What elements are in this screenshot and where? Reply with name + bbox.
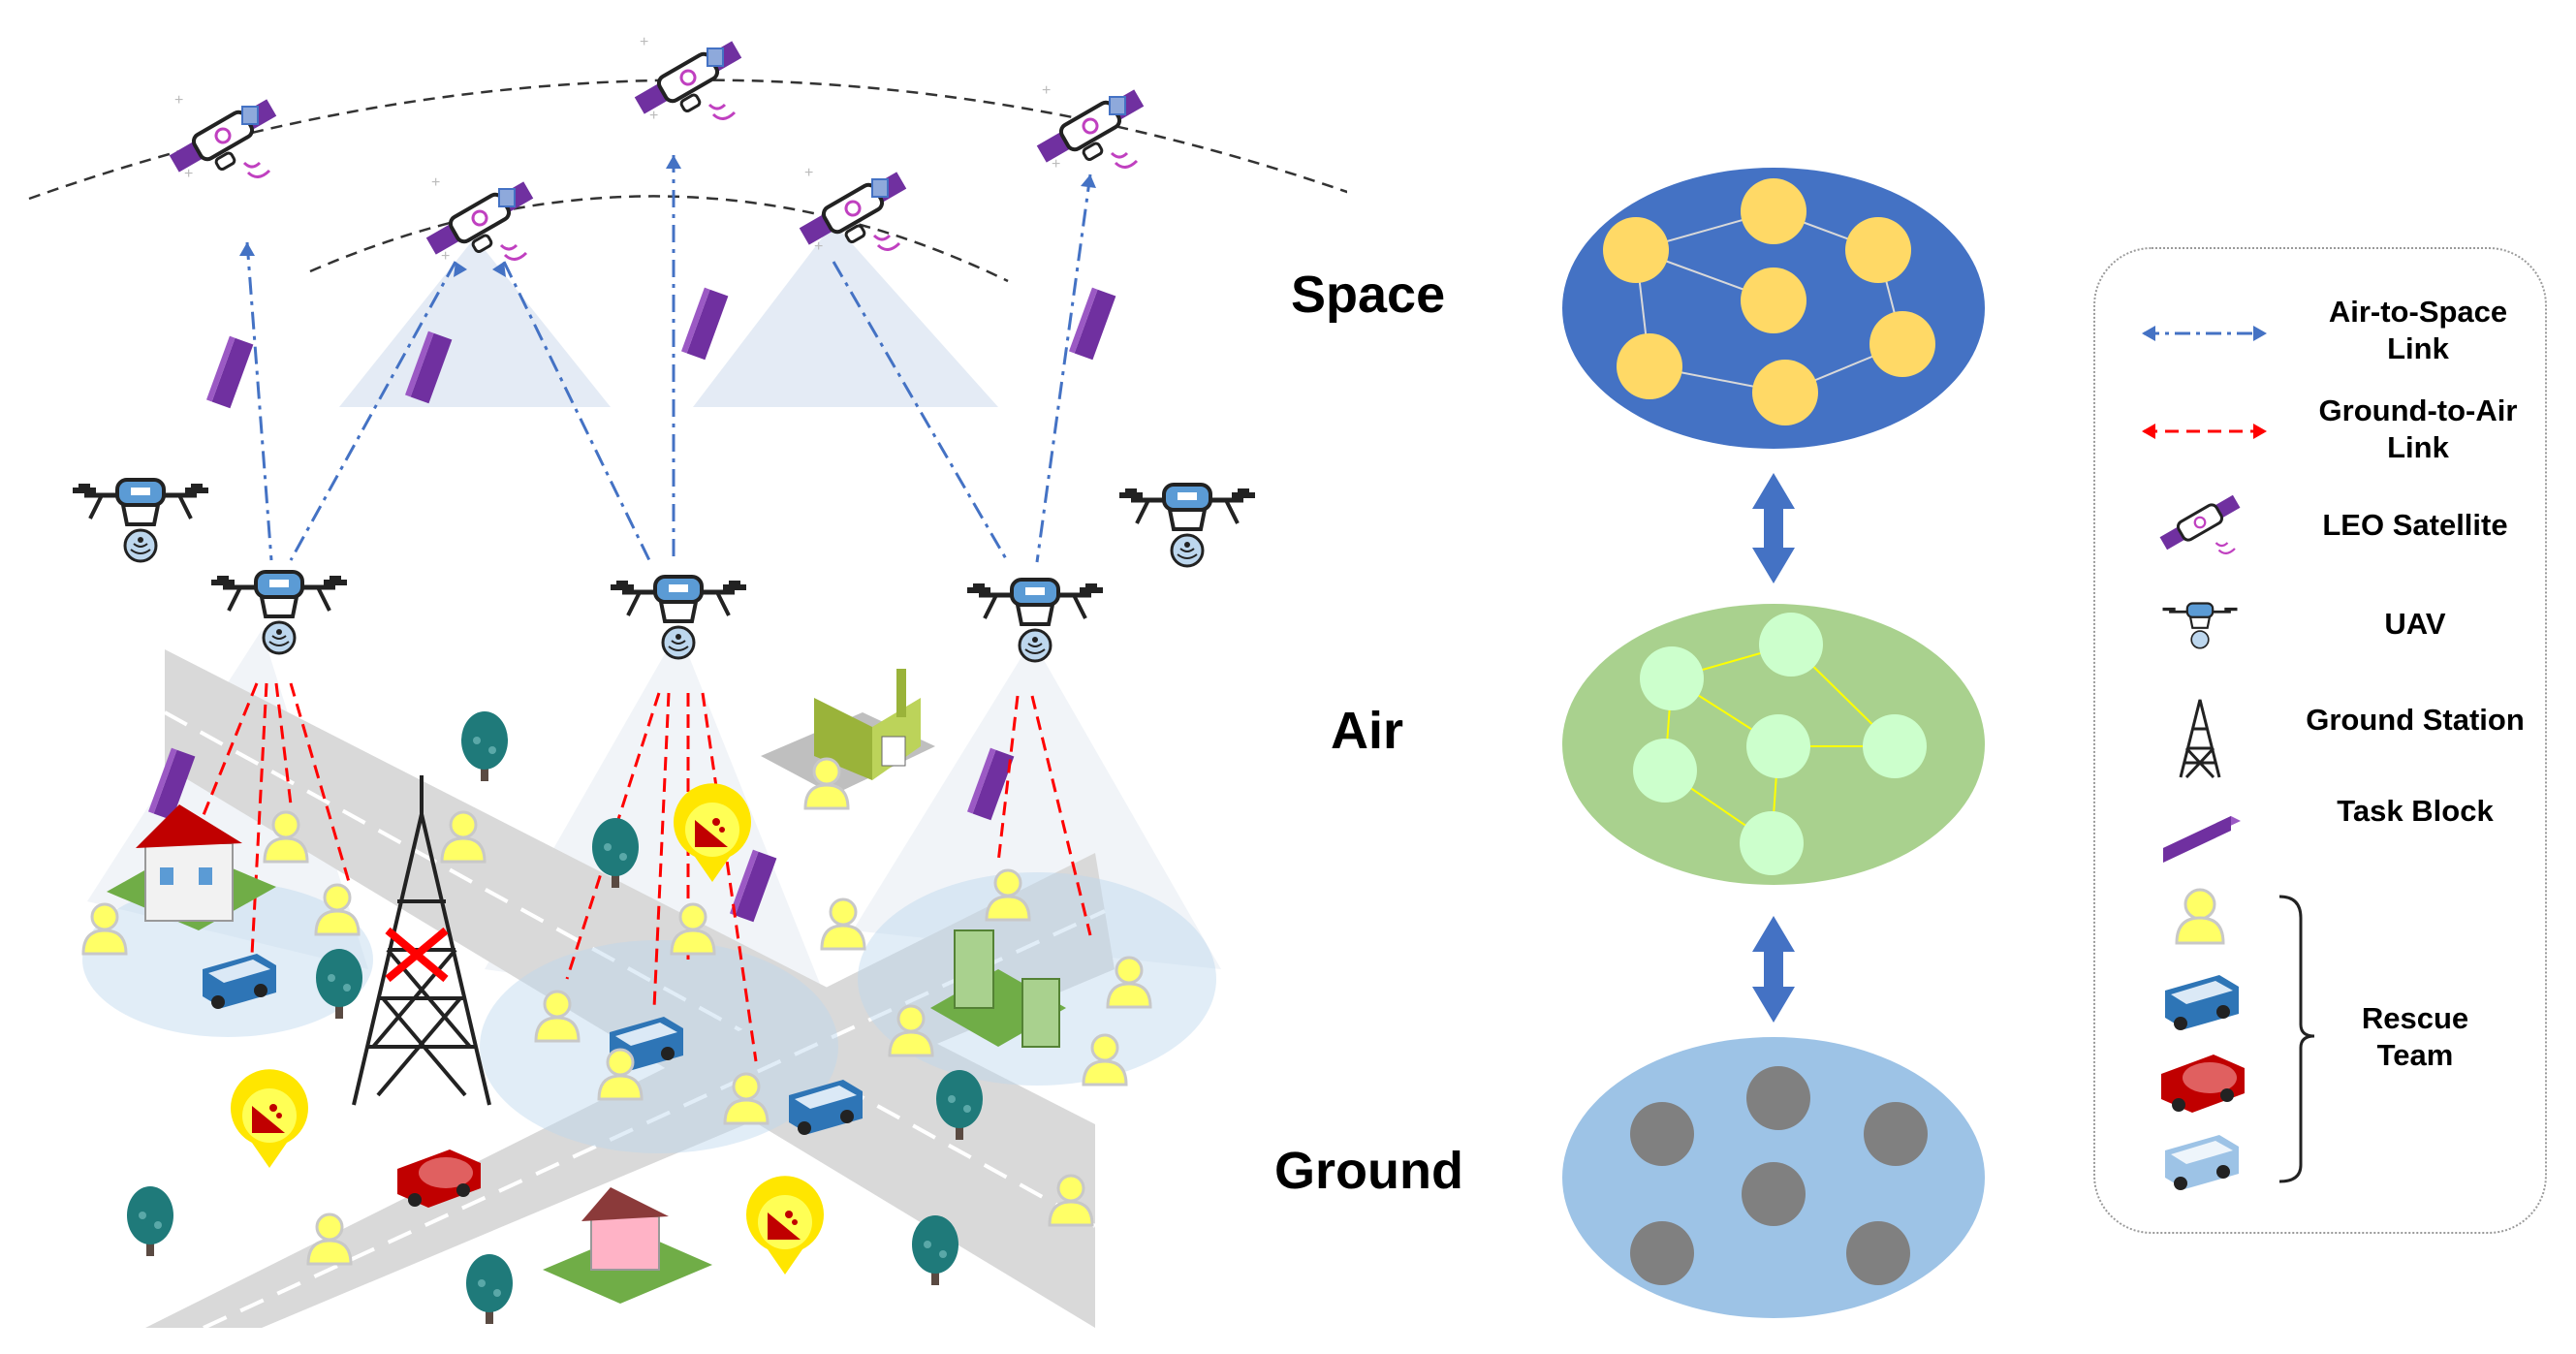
- rescue-bus-icon: [2165, 975, 2239, 1030]
- ambulance-icon: [2165, 1135, 2239, 1190]
- tree-icon: [912, 1215, 958, 1285]
- uav-icon: [2162, 602, 2238, 649]
- uav-icon: [611, 577, 746, 658]
- uav-icon: [967, 580, 1103, 661]
- legend-air-to-space-label: Air-to-Space Link: [2328, 295, 2508, 365]
- layer-diagram: Space Air Ground: [1231, 0, 2084, 1354]
- factory-icon: [761, 669, 935, 795]
- inner-orbit: [309, 195, 1009, 283]
- rescue-person-icon: [2175, 888, 2225, 945]
- air-layer-label: Air: [1331, 702, 1404, 760]
- space-nodes: [1603, 178, 1935, 425]
- legend-ground-station-label: Ground Station: [2306, 703, 2525, 737]
- ground-nodes: [1630, 1066, 1928, 1285]
- space-layer-label: Space: [1291, 266, 1446, 324]
- air-nodes: [1633, 613, 1927, 875]
- landslide-marker-icon: [746, 1176, 824, 1275]
- satellite-beam: [693, 223, 998, 407]
- road: [165, 649, 1095, 1328]
- leo-satellite-icon: [2159, 494, 2241, 554]
- satellite-beam: [339, 237, 611, 407]
- rescue-team-brace: [2278, 895, 2315, 1183]
- fire-truck-icon: [2161, 1055, 2245, 1113]
- layer-graphs: [1562, 168, 1985, 1318]
- house-icon: [543, 1187, 712, 1304]
- task-block-icon: [2163, 816, 2241, 863]
- layer-arrow: [1752, 916, 1795, 1023]
- ground-station-icon: [2179, 699, 2221, 779]
- leo-satellite-icon: [795, 163, 919, 264]
- ground-station-icon: [352, 775, 491, 1106]
- tree-icon: [127, 1186, 173, 1256]
- building-icon: [930, 929, 1066, 1048]
- legend-leo-satellite-label: LEO Satellite: [2322, 508, 2508, 542]
- leo-satellite-icon: [630, 32, 754, 133]
- legend-icons: [2142, 326, 2315, 1190]
- road-line: [164, 710, 1096, 1228]
- task-block-icon: [1068, 287, 1116, 361]
- air-to-space-arrowheads: [239, 155, 1096, 277]
- tree-icon: [461, 711, 508, 781]
- air-to-space-links: [245, 155, 1092, 563]
- air-to-space-link-icon: [2142, 326, 2267, 341]
- uav-icon: [211, 572, 347, 653]
- uav-icon: [73, 480, 208, 561]
- legend: Air-to-Space Link Ground-to-Air Link LEO…: [2093, 247, 2547, 1234]
- layer-arrow: [1752, 473, 1795, 583]
- landslide-marker-icon: [231, 1069, 308, 1168]
- fire-truck-icon: [397, 1149, 481, 1208]
- legend-ground-to-air-label: Ground-to-Air Link: [2318, 394, 2518, 464]
- task-block-icon: [205, 335, 254, 409]
- house-icon: [107, 804, 276, 930]
- leo-satellite-icon: [165, 90, 289, 191]
- legend-task-block-label: Task Block: [2337, 794, 2494, 828]
- ground-layer-label: Ground: [1274, 1142, 1463, 1200]
- tree-icon: [466, 1254, 513, 1324]
- legend-rescue-team-label: Rescue Team: [2361, 1001, 2469, 1072]
- task-block-icon: [680, 287, 729, 361]
- ground-to-air-link-icon: [2142, 424, 2267, 439]
- uav-coverage-cone: [853, 640, 1221, 969]
- legend-uav-label: UAV: [2384, 607, 2446, 641]
- network-scene: + +: [28, 32, 1347, 1330]
